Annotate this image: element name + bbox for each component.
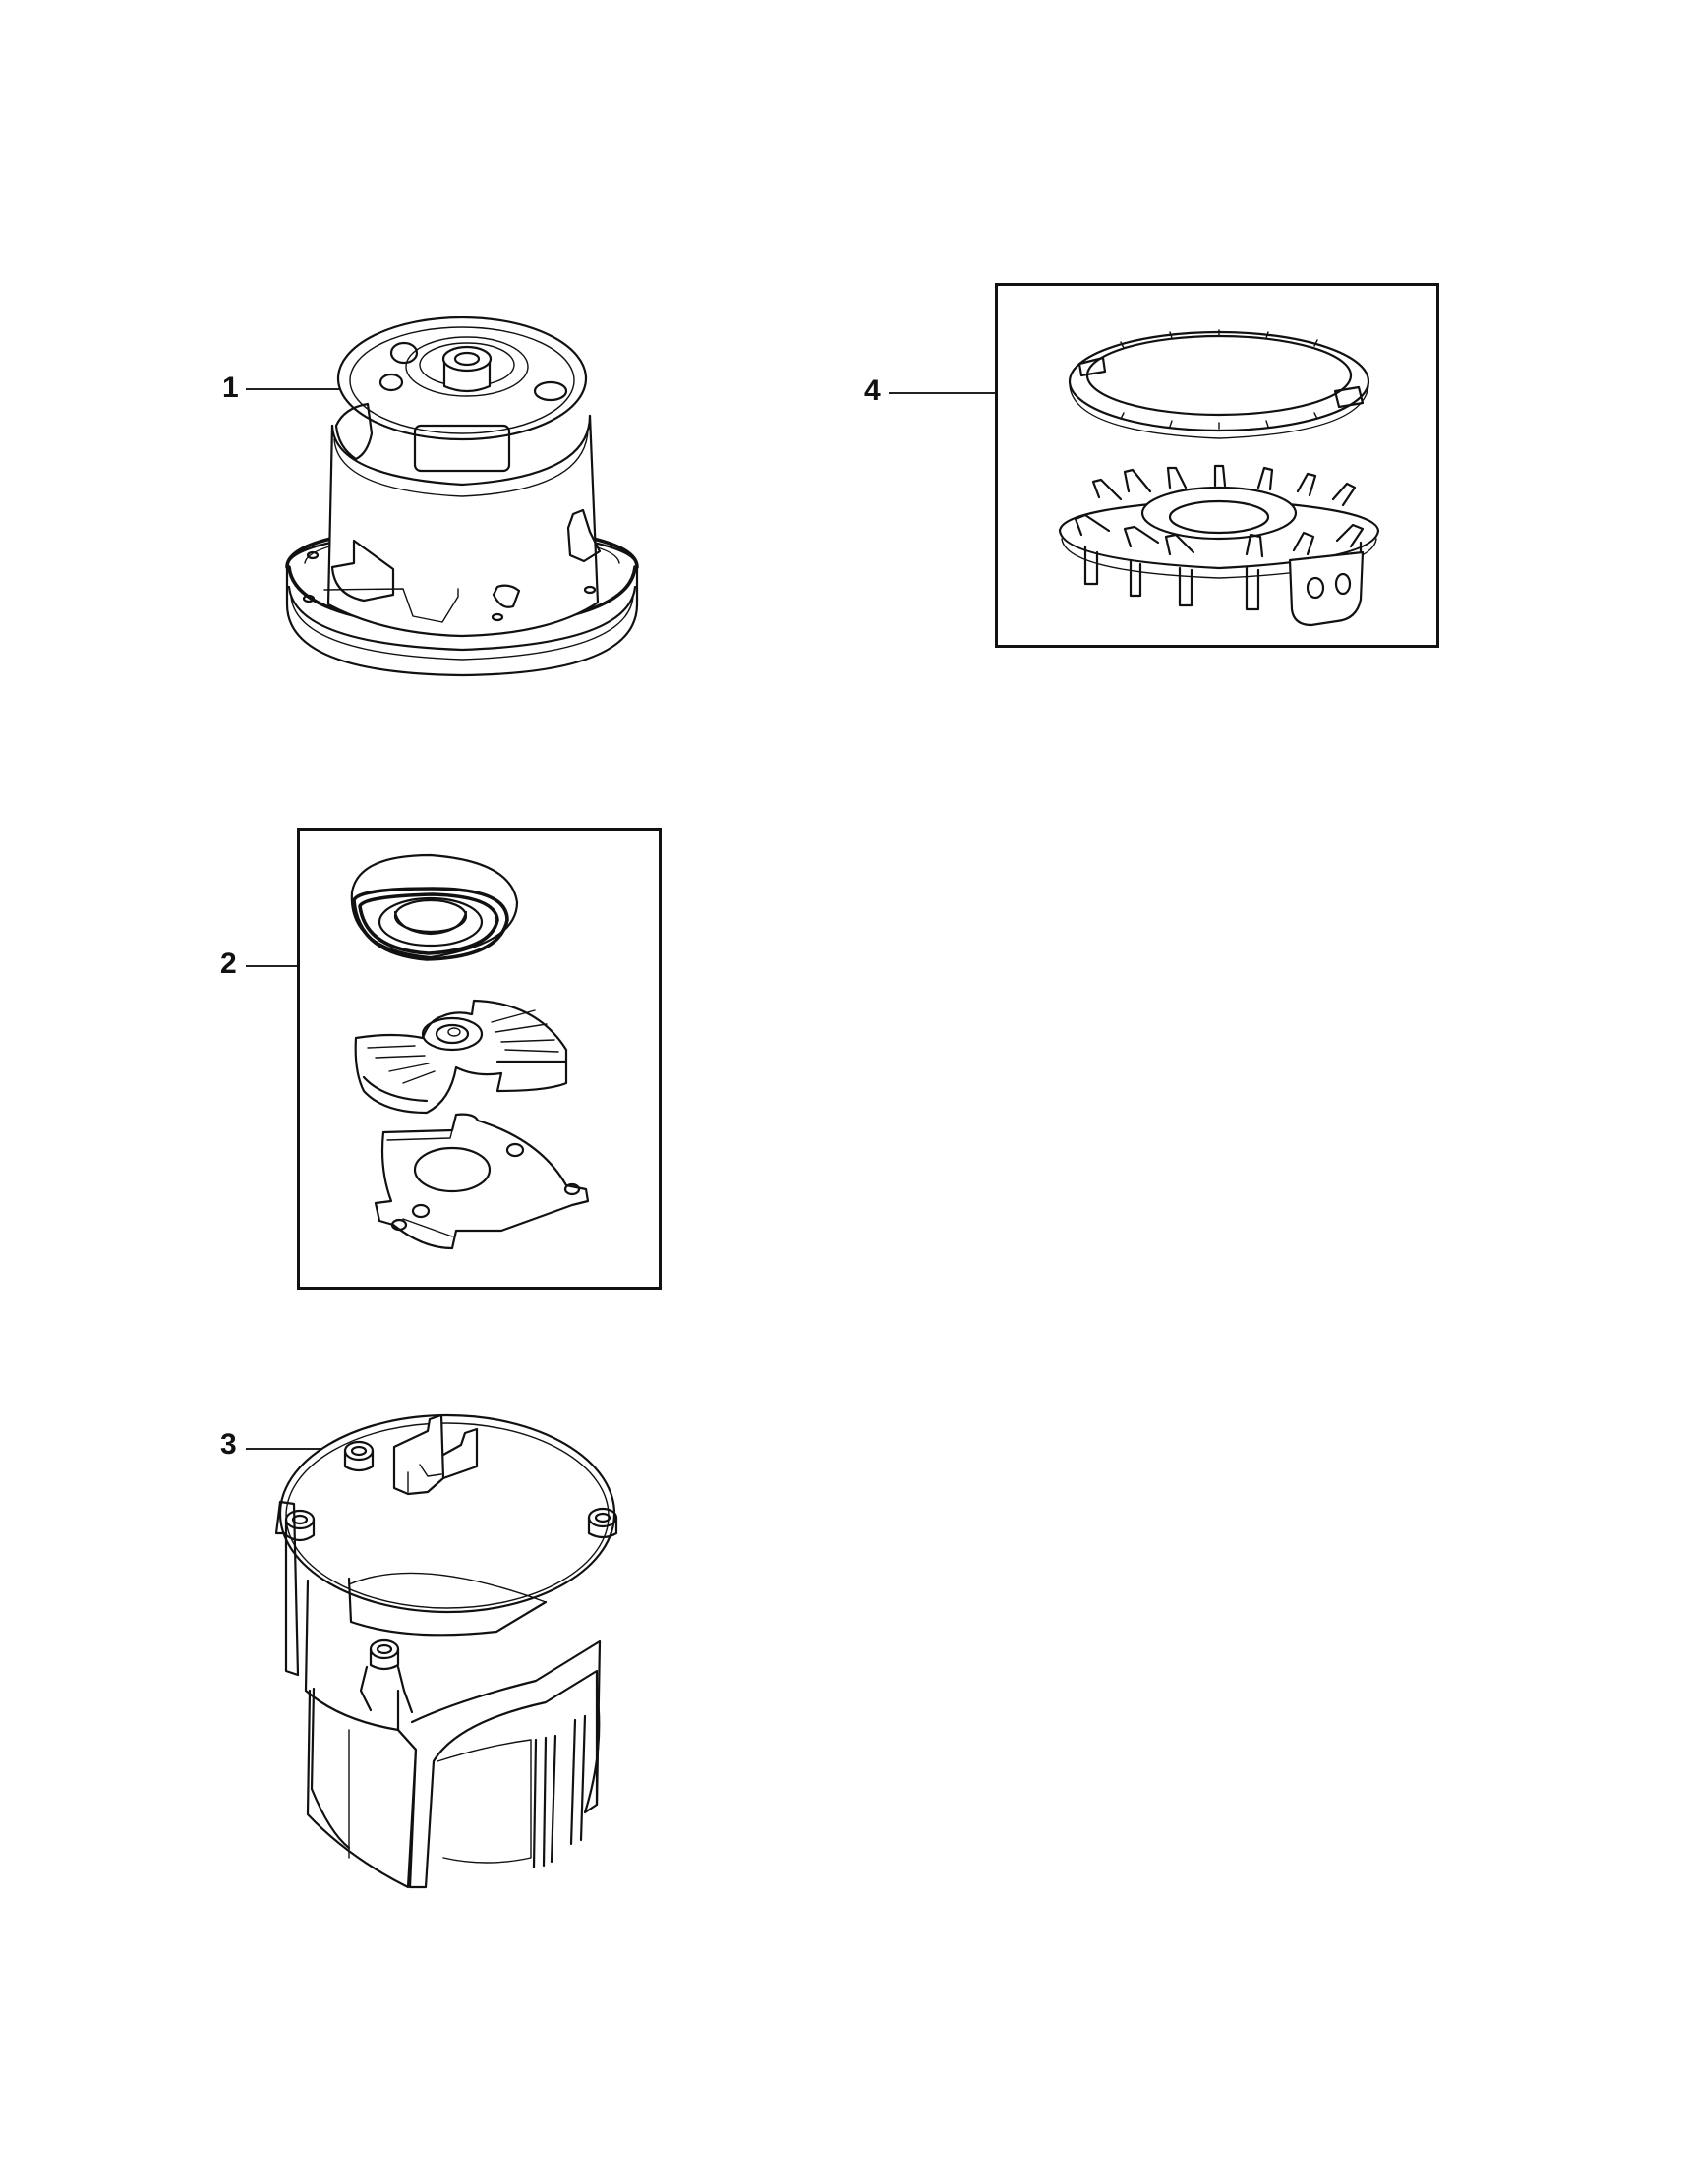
- parts-group-box-4: [995, 283, 1439, 648]
- fan-and-seal-kit-illustration: [350, 853, 590, 1250]
- leader-line-4: [889, 392, 997, 394]
- parts-group-box-2: [297, 828, 662, 1290]
- leader-line-3: [246, 1448, 369, 1450]
- callout-number-3: 3: [220, 1428, 237, 1461]
- leader-line-1: [246, 388, 340, 390]
- callout-number-2: 2: [220, 948, 237, 980]
- leader-line-2: [246, 965, 298, 967]
- motor-illustration: [285, 316, 639, 677]
- motor-housing-illustration: [274, 1413, 618, 1889]
- callout-number-1: 1: [222, 372, 239, 404]
- callout-number-4: 4: [864, 374, 881, 407]
- ring-and-fan-cover-illustration: [1058, 329, 1380, 627]
